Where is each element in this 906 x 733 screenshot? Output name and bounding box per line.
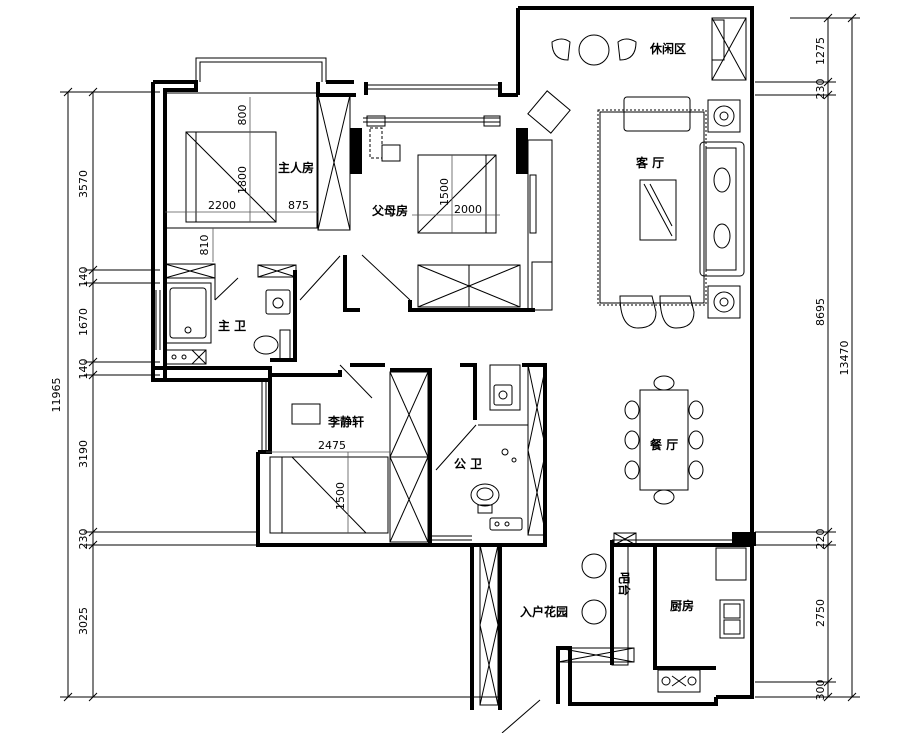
dim-kid-bed-width: 1500: [334, 482, 347, 510]
room-label-parents-room: 父母房: [371, 203, 408, 218]
dim-kid-width: 2475: [318, 439, 346, 452]
sofa: [699, 141, 745, 277]
room-label-master-bedroom: 主人房: [278, 160, 314, 175]
public-bath: [435, 364, 547, 536]
dim-left-seg-7: 3025: [77, 607, 90, 635]
master-bath: [164, 264, 297, 365]
dim-right-seg-5: 300: [814, 680, 827, 701]
leisure-area: [551, 17, 747, 81]
dim-right-seg-2: 230: [814, 79, 827, 100]
balcony-railing: [195, 57, 500, 90]
room-label-leisure-area: 休闲区: [649, 41, 686, 56]
dim-right-seg-4: 2750: [814, 599, 827, 627]
kid-room: [266, 364, 429, 543]
dim-left-seg-5: 3190: [77, 440, 90, 468]
dim-master-gap: 875: [288, 199, 309, 212]
dim-left-seg-3: 1670: [77, 308, 90, 336]
windows: [155, 115, 501, 541]
structural-columns: [350, 128, 756, 546]
dim-right-main: 8695: [814, 298, 827, 326]
right-dimension-lines: [755, 13, 860, 702]
dim-left-seg-4: 140: [77, 359, 90, 380]
leisure-table: [578, 34, 610, 66]
room-label-bar-counter: 吧台: [617, 572, 632, 596]
entry-garden: [479, 544, 635, 733]
dim-right-seg-1: 1275: [814, 37, 827, 65]
room-label-kitchen: 厨房: [670, 598, 694, 613]
dim-master-width: 2200: [208, 199, 236, 212]
left-dimension-lines: [60, 87, 500, 702]
room-label-living-room: 客 厅: [635, 155, 664, 170]
master-bed: [185, 131, 277, 223]
tv-cabinet: [623, 96, 691, 132]
room-label-dining-room: 餐 厅: [650, 437, 678, 452]
dim-right-total: 13470: [838, 341, 851, 376]
dim-master-lower: 810: [198, 235, 211, 256]
dim-master-bed-len: 1800: [236, 166, 249, 194]
dim-left-seg-1: 3570: [77, 170, 90, 198]
parents-bed: [417, 154, 497, 234]
dim-left-total: 11965: [50, 378, 63, 413]
living-room: [527, 90, 745, 329]
dining-room: [624, 375, 704, 505]
dim-parent-bed-width: 1500: [438, 178, 451, 206]
dim-parent-bed-length: 2000: [454, 203, 482, 216]
master-bedroom: [164, 92, 351, 301]
kitchen: [611, 532, 747, 693]
dim-master-depth: 800: [236, 105, 249, 126]
room-label-public-bath: 公 卫: [454, 457, 482, 471]
room-label-entry-garden: 入户花园: [520, 604, 568, 619]
parents-room: [361, 127, 553, 311]
dim-right-seg-3: 220: [814, 529, 827, 550]
kid-bed: [269, 456, 389, 534]
room-label-master-bath: 主 卫: [218, 318, 246, 333]
coffee-table: [639, 179, 677, 241]
dim-left-seg-2: 140: [77, 267, 90, 288]
dim-left-seg-6: 230: [77, 529, 90, 550]
room-label-kid-room: 李静轩: [327, 414, 364, 429]
